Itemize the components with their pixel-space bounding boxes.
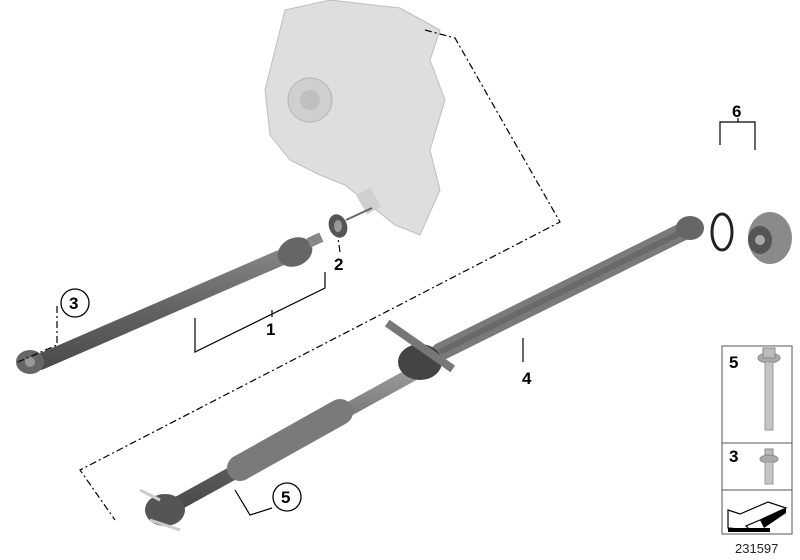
legend-label-5: 5: [729, 353, 738, 372]
part-label-5: 5: [281, 488, 290, 507]
part-label-1: 1: [266, 320, 275, 339]
part-label-2: 2: [334, 255, 343, 274]
flex-disc: [145, 494, 185, 526]
front-drive-shaft: [16, 232, 324, 374]
leader-5: [234, 489, 273, 516]
transfer-case: [264, 0, 446, 236]
output-flange: [748, 212, 792, 264]
shaft-seal: [328, 207, 373, 238]
flange-bolt-icon: [757, 347, 781, 431]
legend-box: 5 3: [721, 345, 793, 535]
part-label-3-circle: [60, 288, 90, 318]
part-label-6: 6: [732, 102, 741, 121]
part-label-3: 3: [69, 294, 78, 313]
image-number: 231597: [735, 541, 778, 556]
part-label-5-circle: [272, 482, 302, 512]
short-bolt-icon: [759, 448, 779, 485]
part-label-4: 4: [522, 369, 532, 388]
bracket-6: [719, 121, 756, 150]
leader-dashed-main: [79, 29, 561, 521]
bracket-1: [194, 272, 326, 353]
rear-drive-shaft: [139, 216, 704, 532]
leader-2: [337, 237, 341, 253]
legend-label-3: 3: [729, 447, 738, 466]
o-ring: [710, 212, 734, 252]
direction-arrow-icon: [727, 501, 788, 532]
